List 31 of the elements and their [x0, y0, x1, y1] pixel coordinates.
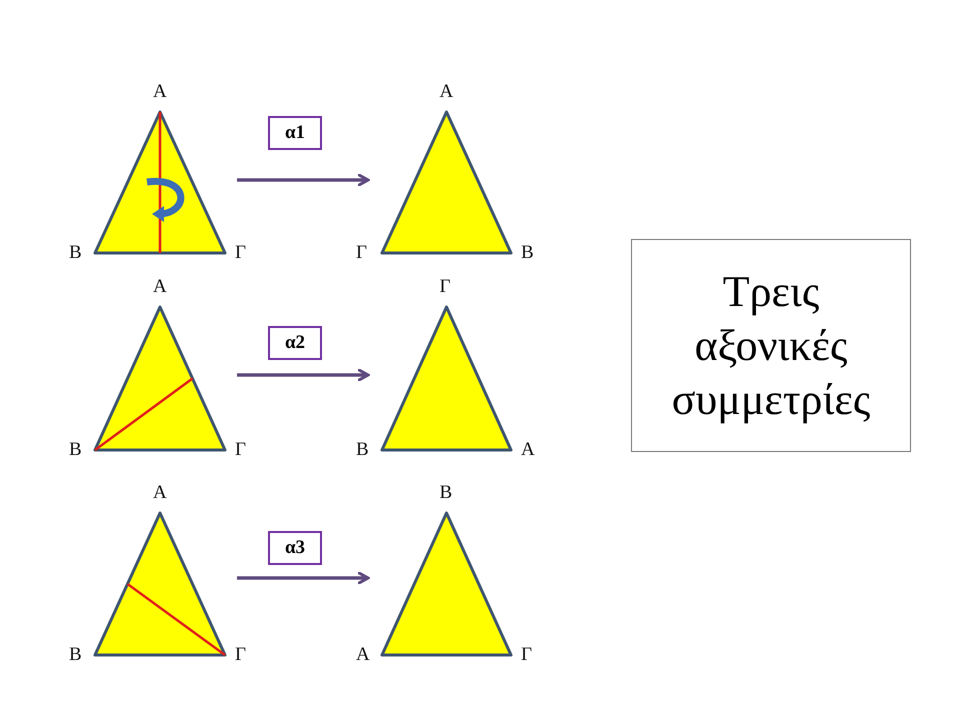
triangle-shape	[93, 305, 227, 452]
vertex-label: Β	[521, 243, 534, 263]
vertex-label: Α	[153, 82, 167, 102]
vertex-label: Α	[153, 277, 167, 297]
triangle-shape	[380, 110, 513, 255]
vertex-label: Α	[153, 483, 167, 503]
title-card: Τρεις αξονικές συμμετρίες	[631, 239, 911, 452]
vertex-label: Α	[440, 82, 454, 102]
symmetry-label: α3	[268, 531, 322, 565]
arrow	[237, 368, 370, 382]
vertex-label: Β	[356, 440, 369, 460]
triangle-shape	[380, 305, 513, 452]
triangle-shape	[93, 511, 227, 657]
vertex-label: Β	[69, 243, 82, 263]
triangle-shape	[380, 511, 513, 657]
vertex-label: Α	[356, 645, 370, 665]
vertex-label: Γ	[356, 243, 367, 263]
vertex-label: Γ	[235, 440, 246, 460]
vertex-label: Γ	[521, 645, 532, 665]
vertex-label: Γ	[235, 645, 246, 665]
triangle-shape	[93, 110, 227, 255]
vertex-label: Α	[521, 440, 535, 460]
vertex-label: Β	[69, 440, 82, 460]
arrow	[237, 174, 370, 186]
vertex-label: Γ	[440, 277, 450, 297]
symmetry-label: α2	[268, 326, 322, 360]
symmetry-label: α1	[268, 116, 322, 150]
vertex-label: Β	[440, 483, 452, 503]
arrow	[237, 572, 370, 584]
vertex-label: Β	[69, 645, 82, 665]
vertex-label: Γ	[235, 243, 246, 263]
